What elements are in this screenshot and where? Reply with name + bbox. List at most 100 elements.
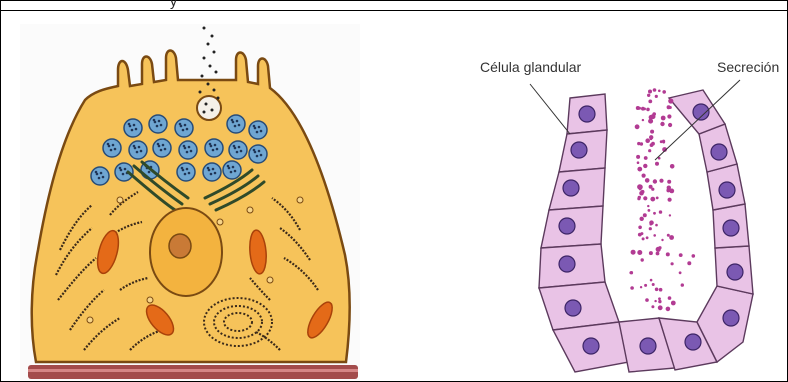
granule-content-dot <box>234 147 237 150</box>
secretion-particle <box>203 27 206 30</box>
secretion-dot <box>649 227 652 230</box>
gland-cell-nucleus <box>685 334 701 350</box>
secretion-dot <box>647 205 649 207</box>
secretion-dot <box>679 271 682 274</box>
gland-cell-nucleus <box>579 106 595 122</box>
granule-content-dot <box>214 144 217 147</box>
granule-content-dot <box>184 173 187 176</box>
gland-diagram: Célula glandular Secreción <box>455 50 785 380</box>
granule-content-dot <box>236 120 239 123</box>
granule-content-dot <box>158 120 161 123</box>
granule-content-dot <box>232 121 235 124</box>
secretion-dot <box>658 300 661 303</box>
secretion-dot <box>666 252 670 256</box>
secretion-dot <box>669 214 671 216</box>
secretion-dot <box>650 143 654 147</box>
secretory-granule <box>175 119 193 137</box>
granule-content-dot <box>236 151 239 154</box>
secretion-dot <box>638 226 642 230</box>
granule-content-dot <box>154 121 157 124</box>
granule-content-dot <box>258 150 261 153</box>
secretion-dot <box>660 307 663 310</box>
basement-membrane-highlight <box>28 369 358 372</box>
cytoplasmic-vesicle <box>87 317 93 323</box>
secretion-dot <box>648 90 652 94</box>
secretion-dot <box>661 239 663 241</box>
granule-content-dot <box>134 147 137 150</box>
secretion-dot <box>655 162 659 166</box>
secretion-dot <box>658 90 661 93</box>
secretion-dot <box>649 251 653 255</box>
granule-content-dot <box>234 125 237 128</box>
secretion-particle <box>203 111 206 114</box>
granule-content-dot <box>208 169 211 172</box>
secretion-dot <box>644 156 648 160</box>
secretion-dot <box>651 305 654 308</box>
granule-content-dot <box>160 124 163 127</box>
secretion-dot <box>653 88 657 92</box>
secretion-dot <box>655 288 659 292</box>
secretion-dot <box>653 179 657 183</box>
secretion-dot <box>650 130 654 134</box>
cytoplasmic-vesicle <box>147 297 153 303</box>
secretion-dot <box>631 250 636 255</box>
secretion-dot <box>661 116 666 121</box>
secretion-dot <box>669 106 672 109</box>
secretion-dot <box>650 223 653 226</box>
secretion-dot <box>643 108 646 111</box>
granule-content-dot <box>180 125 183 128</box>
secretion-particle <box>209 65 212 68</box>
secretion-dot <box>662 90 666 94</box>
granule-content-dot <box>238 124 241 127</box>
gland-cell-nucleus <box>565 300 581 316</box>
granule-content-dot <box>234 170 237 173</box>
secretion-dot <box>650 279 653 282</box>
secretion-dot <box>667 180 671 184</box>
gland-cell-nucleus <box>711 144 727 160</box>
granule-content-dot <box>216 148 219 151</box>
secretion-dot <box>650 138 652 140</box>
granule-content-dot <box>158 145 161 148</box>
secretion-dot <box>630 286 634 290</box>
granule-content-dot <box>131 129 134 132</box>
granule-content-dot <box>254 151 257 154</box>
secretion-dot <box>656 252 660 256</box>
secretory-granule <box>179 141 197 159</box>
granule-content-dot <box>238 146 241 149</box>
secretion-dot <box>649 185 653 189</box>
secretion-dot <box>652 283 655 286</box>
granule-content-dot <box>212 149 215 152</box>
secretion-dot <box>667 186 671 190</box>
granule-content-dot <box>186 128 189 131</box>
cytoplasmic-vesicle <box>267 277 273 283</box>
gland-cell-nucleus <box>571 142 587 158</box>
secretion-particle <box>199 91 202 94</box>
secretion-dot <box>643 213 647 217</box>
secretion-dot <box>642 119 644 121</box>
granule-content-dot <box>212 168 215 171</box>
granule-content-dot <box>135 128 138 131</box>
secretory-granule <box>203 163 221 181</box>
secretion-dot <box>656 197 659 200</box>
gland-cell-nucleus <box>723 220 739 236</box>
secretion-particle <box>207 83 210 86</box>
secretion-particle <box>215 71 218 74</box>
secretion-dot <box>648 119 653 124</box>
gland-cell-nucleus <box>563 180 579 196</box>
secretion-particle <box>213 89 216 92</box>
secretion-dot <box>642 237 645 240</box>
granule-content-dot <box>110 149 113 152</box>
gland-cell-nucleus <box>640 338 656 354</box>
secretion-dot <box>637 250 642 255</box>
secretion-dot <box>645 178 650 183</box>
granule-content-dot <box>260 130 263 133</box>
gland-cell-nucleus <box>583 338 599 354</box>
secretion-dot <box>655 95 658 98</box>
gland-cell-layer <box>539 90 753 372</box>
secretion-dot <box>637 167 642 172</box>
secretion-dot <box>641 190 645 194</box>
cytoplasmic-vesicle <box>117 197 123 203</box>
granule-content-dot <box>186 168 189 171</box>
label-secretion: Secreción <box>717 59 779 75</box>
gland-cell-nucleus <box>559 256 575 272</box>
